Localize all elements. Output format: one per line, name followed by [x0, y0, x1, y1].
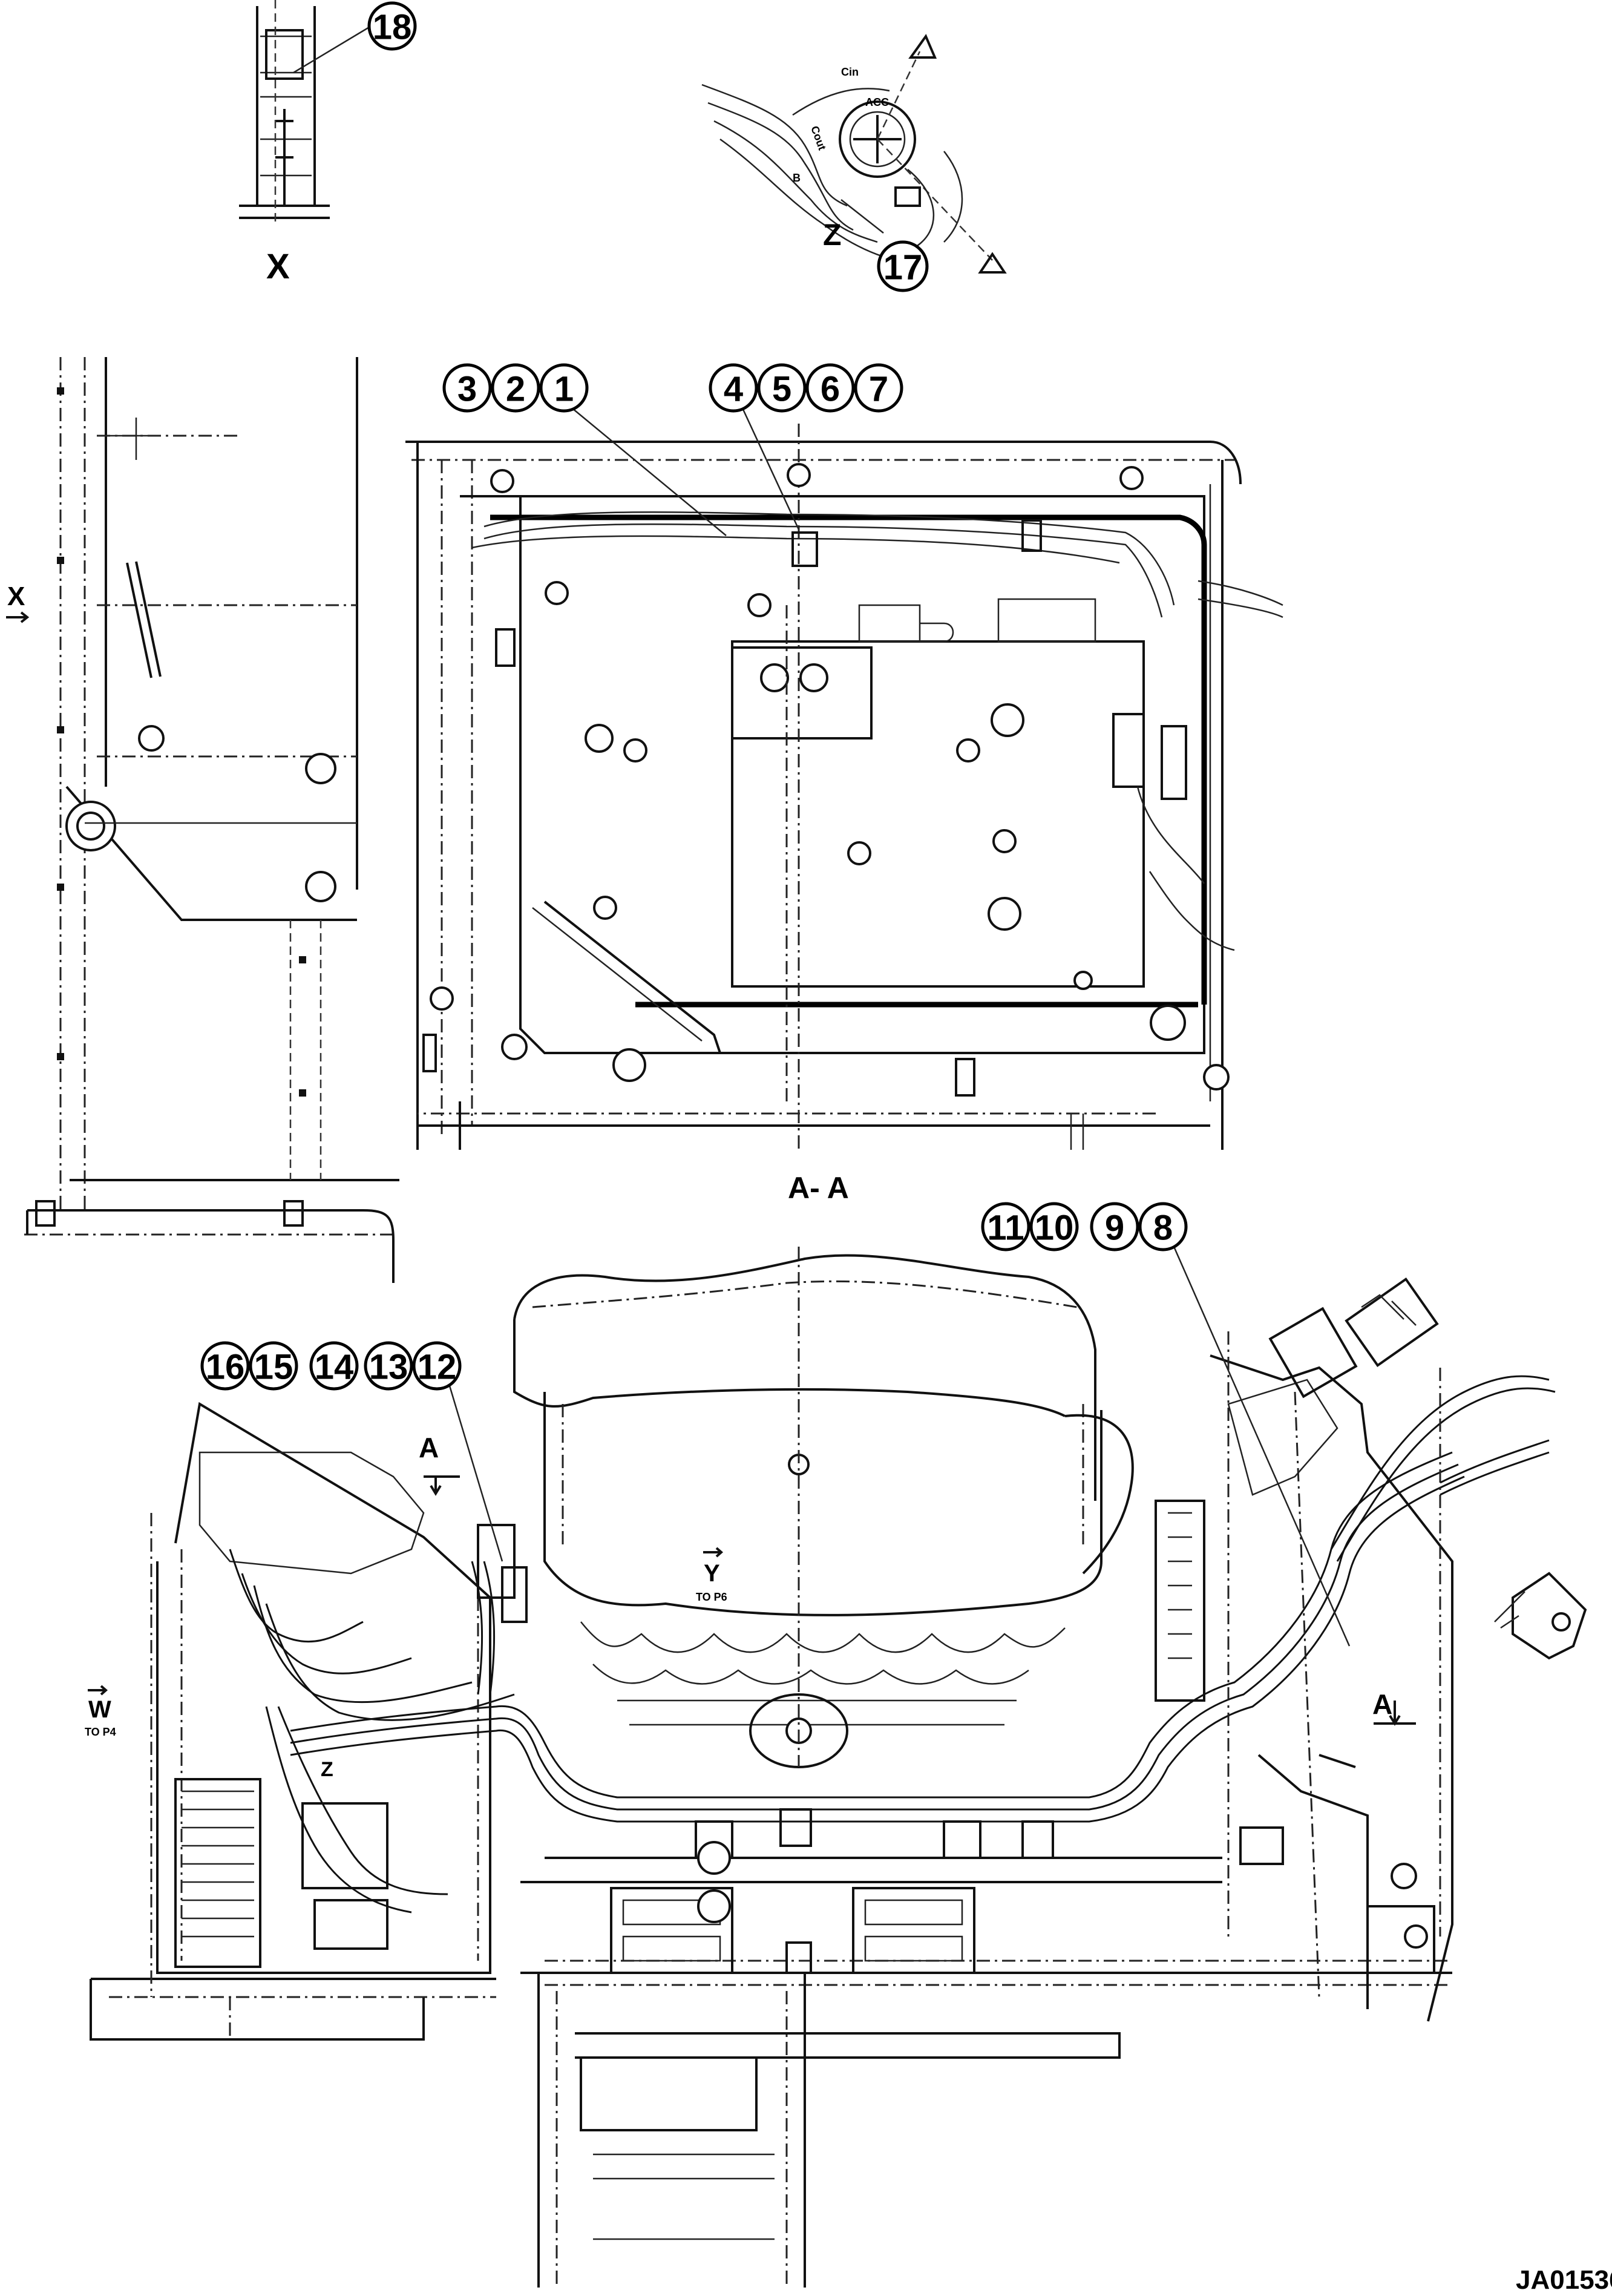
leader-4-7 [740, 405, 800, 530]
svg-text:9: 9 [1105, 1209, 1124, 1248]
ref-w: W TO P4 [85, 1685, 116, 1738]
marker-z-small: Z [321, 1758, 333, 1781]
callout-9: 9 [1090, 1202, 1139, 1251]
leader-8-11 [1173, 1246, 1351, 1647]
callout-7: 7 [854, 363, 903, 413]
marker-a-right-arrow [1374, 1701, 1416, 1726]
drawing-number: JA015361 [1516, 2265, 1612, 2295]
svg-text:14: 14 [315, 1348, 354, 1387]
marker-x-arrow [6, 611, 30, 623]
view-x-title: X [266, 247, 290, 286]
leader-12-16 [447, 1379, 503, 1562]
svg-text:16: 16 [206, 1348, 245, 1387]
section-aa-title: A- A [788, 1171, 849, 1205]
callout-1: 1 [539, 363, 589, 413]
marker-a-right: A [1372, 1688, 1392, 1720]
view-z-detail: Cin ACC Cout B [701, 33, 1007, 274]
label-b: B [793, 172, 801, 184]
callout-5: 5 [757, 363, 807, 413]
svg-text:W: W [88, 1696, 111, 1723]
label-cout: Cout [808, 124, 828, 151]
callout-11: 11 [981, 1202, 1030, 1251]
callout-16: 16 [200, 1341, 250, 1391]
svg-text:1: 1 [554, 370, 574, 409]
callout-14: 14 [309, 1341, 359, 1391]
callout-8: 8 [1138, 1202, 1188, 1251]
svg-text:TO P6: TO P6 [696, 1591, 727, 1603]
marker-x: X [7, 582, 25, 611]
svg-text:Y: Y [704, 1560, 720, 1587]
svg-text:15: 15 [254, 1348, 293, 1387]
view-x-detail [239, 0, 370, 224]
svg-text:8: 8 [1153, 1209, 1173, 1248]
section-aa-view [405, 424, 1283, 1150]
svg-text:12: 12 [418, 1348, 457, 1387]
svg-text:10: 10 [1035, 1209, 1074, 1248]
svg-text:17: 17 [883, 248, 923, 287]
svg-text:3: 3 [457, 370, 477, 409]
svg-text:2: 2 [506, 370, 525, 409]
svg-text:11: 11 [987, 1209, 1024, 1248]
left-side-view [24, 357, 399, 1283]
svg-text:13: 13 [369, 1348, 408, 1387]
view-z-title: Z [823, 218, 842, 252]
main-lower-view [90, 1246, 1587, 2288]
callout-6: 6 [805, 363, 855, 413]
label-acc: ACC [865, 96, 889, 108]
callout-13: 13 [364, 1341, 413, 1391]
marker-a-left-arrow [424, 1475, 460, 1496]
svg-text:4: 4 [724, 370, 743, 409]
marker-a-left: A [419, 1432, 439, 1463]
callout-4: 4 [709, 363, 758, 413]
callout-12: 12 [412, 1341, 462, 1391]
svg-text:5: 5 [772, 370, 791, 409]
svg-text:6: 6 [821, 370, 840, 409]
callout-15: 15 [249, 1341, 298, 1391]
callout-10: 10 [1029, 1202, 1079, 1251]
callout-3: 3 [442, 363, 492, 413]
callout-17: 17 [877, 240, 929, 292]
label-cin: Cin [841, 66, 859, 78]
svg-text:7: 7 [869, 370, 888, 409]
callout-18: 18 [367, 1, 417, 51]
callout-2: 2 [491, 363, 540, 413]
svg-text:TO P4: TO P4 [85, 1726, 116, 1738]
leader-1-3 [568, 405, 727, 536]
svg-text:18: 18 [373, 8, 412, 47]
ref-y: Y TO P6 [696, 1547, 727, 1603]
